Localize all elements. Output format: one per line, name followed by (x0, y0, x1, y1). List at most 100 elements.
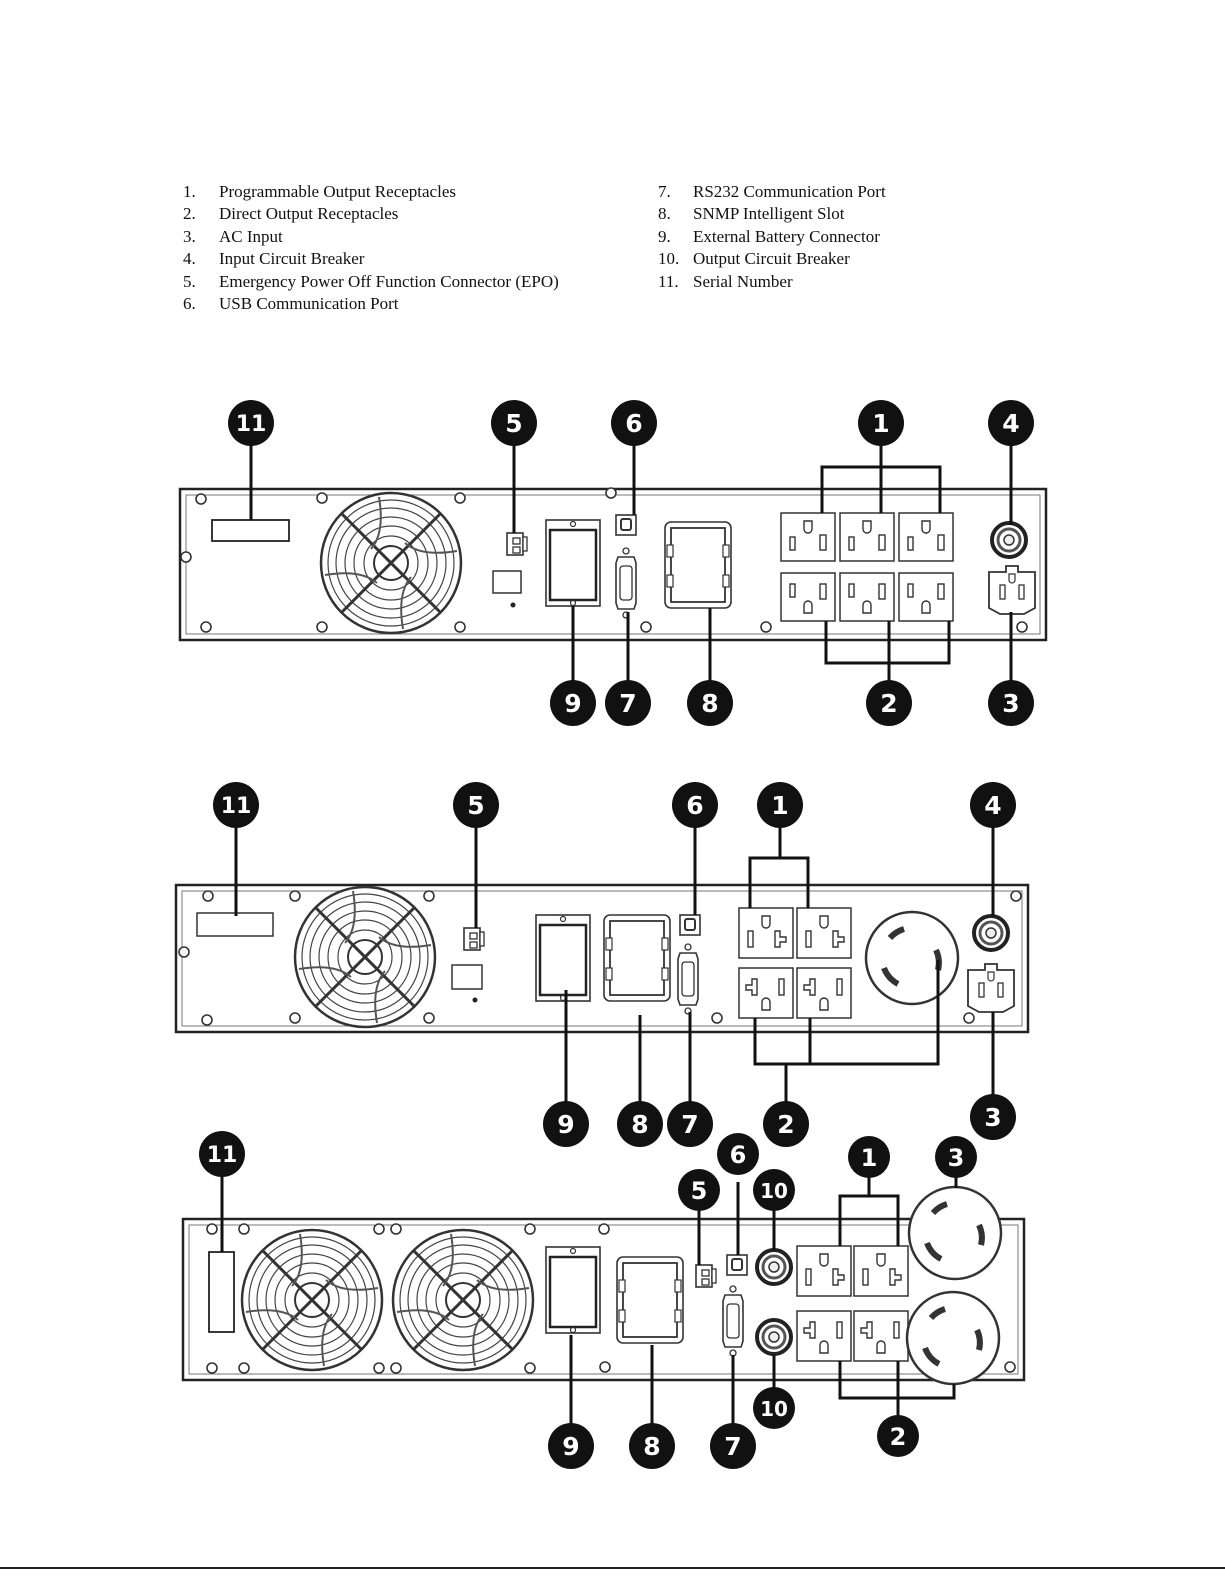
snmp-slot-icon (616, 1256, 684, 1344)
screw (200, 621, 212, 633)
screw (390, 1223, 402, 1235)
rear-panel-2 (174, 822, 1030, 1106)
legend-label: SNMP Intelligent Slot (693, 204, 845, 224)
usb-port-icon (615, 514, 637, 536)
callout-number: 11 (236, 412, 267, 437)
callout-number: 10 (760, 1397, 788, 1421)
output-breaker-icon (755, 1248, 793, 1286)
callout-badge: 10 (753, 1387, 795, 1429)
legend-item: 5.Emergency Power Off Function Connector… (183, 271, 559, 293)
rear-panel-3 (181, 1172, 1026, 1428)
callout-number: 5 (691, 1177, 708, 1205)
outlet-icon (853, 1310, 909, 1362)
ac-inlet-icon (967, 963, 1015, 1013)
callout-badge: 5 (453, 782, 499, 828)
callout-badge: 7 (710, 1423, 756, 1469)
outlet-icon (780, 512, 836, 562)
snmp-slot-icon (664, 521, 732, 609)
usb-port-icon (679, 914, 701, 936)
legend-item: 6.USB Communication Port (183, 293, 559, 315)
callout-badge: 7 (605, 680, 651, 726)
outlet-icon (839, 512, 895, 562)
legend-item: 4.Input Circuit Breaker (183, 248, 559, 270)
ac-input-twist-lock-icon (909, 1187, 1001, 1279)
callout-number: 6 (730, 1141, 747, 1169)
screw (180, 551, 192, 563)
callout-number: 7 (681, 1110, 698, 1139)
callout-badge: 6 (717, 1133, 759, 1175)
legend-item: 7.RS232 Communication Port (658, 181, 886, 203)
rear-panel-1 (178, 440, 1048, 685)
outlet-icon (796, 1245, 852, 1297)
screw (316, 621, 328, 633)
legend-number: 7. (658, 182, 671, 201)
legend-item: 10.Output Circuit Breaker (658, 248, 886, 270)
callout-badge: 1 (848, 1136, 890, 1178)
screw (201, 1014, 213, 1026)
callout-badge: 7 (667, 1101, 713, 1147)
callout-number: 6 (625, 409, 642, 438)
serial-number-label (211, 519, 290, 542)
battery-connector-icon (534, 913, 592, 1003)
outlet-icon (898, 572, 954, 622)
screw (206, 1362, 218, 1374)
callout-badge: 1 (757, 782, 803, 828)
callout-number: 2 (777, 1110, 794, 1139)
screw (238, 1362, 250, 1374)
callout-number: 8 (631, 1110, 648, 1139)
callout-badge: 8 (687, 680, 733, 726)
callout-badge: 5 (491, 400, 537, 446)
callout-number: 11 (207, 1143, 238, 1168)
callout-number: 6 (686, 791, 703, 820)
callout-number: 7 (724, 1432, 741, 1461)
screw (195, 493, 207, 505)
callout-badge: 6 (611, 400, 657, 446)
screw (524, 1362, 536, 1374)
screw (289, 890, 301, 902)
outlet-icon (796, 967, 852, 1019)
fan-icon (240, 1228, 384, 1372)
legend-number: 2. (183, 204, 196, 224)
screw (524, 1223, 536, 1235)
callout-badge: 5 (678, 1169, 720, 1211)
callout-number: 1 (861, 1144, 878, 1172)
outlet-icon (898, 512, 954, 562)
legend-item: 11.Serial Number (658, 271, 886, 293)
screw (373, 1223, 385, 1235)
callout-number: 3 (948, 1144, 965, 1172)
screw (1004, 1361, 1016, 1373)
screw (640, 621, 652, 633)
legend-label: Programmable Output Receptacles (219, 182, 456, 201)
callouts: 11 5 6 1 4 9 7 8 2 3 11 5 6 1 4 9 8 7 2 … (199, 400, 1034, 1469)
legend-label: Output Circuit Breaker (693, 249, 850, 269)
callout-number: 4 (1002, 409, 1019, 438)
callout-number: 7 (619, 689, 636, 718)
callout-number: 1 (872, 409, 889, 438)
callout-number: 2 (880, 689, 897, 718)
legend-label: AC Input (219, 226, 283, 246)
screw (1010, 890, 1022, 902)
panel-1-label-plate (492, 570, 522, 594)
panel-2-label-plate (451, 964, 483, 990)
legend-label: Serial Number (693, 271, 793, 291)
callout-badge: 9 (550, 680, 596, 726)
callout-number: 10 (760, 1179, 788, 1203)
legend-item: 8.SNMP Intelligent Slot (658, 203, 886, 225)
legend-label: Direct Output Receptacles (219, 204, 399, 224)
screw (423, 890, 435, 902)
callout-badge: 6 (672, 782, 718, 828)
outlet-icon (839, 572, 895, 622)
callout-number: 3 (1002, 689, 1019, 718)
twist-lock-outlet-icon (866, 912, 958, 1004)
legend-number: 4. (183, 249, 196, 269)
screw (963, 1012, 975, 1024)
panel-3-chassis-inner (188, 1224, 1019, 1375)
rs232-port-icon (615, 547, 637, 619)
battery-connector-icon (544, 1245, 602, 1335)
callout-badge: 2 (866, 680, 912, 726)
screw (605, 487, 617, 499)
legend-number: 3. (183, 226, 196, 246)
screw (178, 946, 190, 958)
callout-number: 11 (221, 794, 252, 819)
callout-number: 5 (467, 791, 484, 820)
